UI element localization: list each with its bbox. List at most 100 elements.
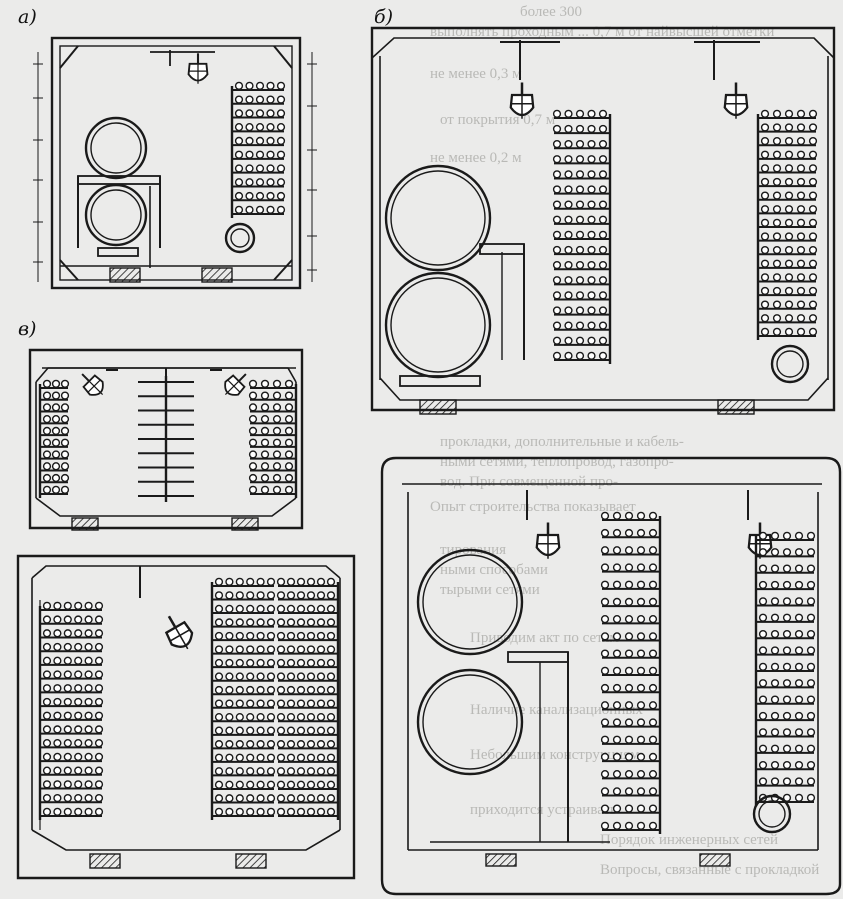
cable <box>612 804 622 813</box>
cable <box>575 139 585 149</box>
cable <box>782 695 792 704</box>
cable <box>758 531 768 540</box>
cable <box>758 695 768 704</box>
cable <box>784 164 794 173</box>
cable <box>63 642 72 652</box>
cable <box>760 259 770 268</box>
cable <box>636 528 646 538</box>
cable <box>276 740 286 749</box>
cable <box>600 770 610 779</box>
tunnel-v3-outline <box>380 456 842 896</box>
cable <box>60 426 70 436</box>
cable <box>53 629 62 638</box>
cable <box>575 230 585 239</box>
cable <box>587 351 596 360</box>
lamp-stem <box>238 373 247 382</box>
cable <box>758 662 768 671</box>
cable <box>794 564 804 573</box>
cable <box>276 136 286 146</box>
cable <box>760 191 770 200</box>
tunnel-v2-top <box>31 565 341 579</box>
cable <box>266 577 276 586</box>
cable <box>296 807 306 816</box>
cable <box>74 780 83 789</box>
cable <box>256 780 265 789</box>
cable <box>624 615 634 624</box>
cable <box>272 403 282 412</box>
cable <box>612 735 622 744</box>
cable <box>284 379 294 388</box>
cable <box>42 711 52 720</box>
cable <box>648 632 658 641</box>
cable <box>316 780 326 789</box>
cable <box>552 155 562 164</box>
pipe-base <box>399 375 481 387</box>
cable <box>284 391 294 400</box>
cable <box>624 752 634 762</box>
cable <box>74 656 83 665</box>
cable <box>246 604 255 613</box>
cable <box>51 485 61 494</box>
cable <box>784 123 794 132</box>
cable <box>794 646 804 655</box>
cable <box>42 426 52 436</box>
cable <box>316 685 326 695</box>
cable <box>782 777 792 786</box>
cable <box>326 591 336 600</box>
cable <box>772 259 782 268</box>
cable <box>770 777 780 786</box>
cable <box>84 780 93 789</box>
cable <box>808 191 818 200</box>
cable <box>84 615 93 624</box>
cable <box>53 601 62 610</box>
cable <box>806 679 816 688</box>
cable <box>600 787 610 796</box>
cable <box>636 511 646 520</box>
cable <box>587 245 596 255</box>
cable <box>266 178 275 187</box>
cable <box>784 245 794 255</box>
cable <box>266 794 276 803</box>
cable <box>235 794 244 803</box>
lamp-icon <box>81 373 104 396</box>
cable <box>266 591 276 600</box>
cable <box>648 649 658 658</box>
cable <box>235 699 244 708</box>
cable <box>266 767 276 776</box>
cable <box>84 766 93 775</box>
cable <box>225 807 234 816</box>
cable <box>636 632 646 641</box>
cable <box>794 548 804 557</box>
cable <box>214 577 224 586</box>
cable <box>42 725 52 734</box>
cable <box>624 770 634 779</box>
cable <box>260 403 270 412</box>
cable <box>286 780 296 789</box>
cable <box>84 793 93 803</box>
cable <box>276 726 286 735</box>
cable <box>296 767 306 776</box>
cable <box>53 670 62 679</box>
cable <box>256 767 265 776</box>
cable <box>84 725 93 734</box>
cable <box>296 591 306 600</box>
cable <box>266 726 276 735</box>
cable <box>600 666 610 675</box>
cable <box>94 697 104 707</box>
cable <box>782 728 792 737</box>
cable <box>808 232 818 241</box>
cable <box>225 767 234 776</box>
cable <box>598 139 608 149</box>
cable <box>772 286 782 296</box>
cable <box>63 670 72 679</box>
cable <box>316 712 326 722</box>
cable <box>234 205 244 214</box>
pipe-inner <box>390 277 486 373</box>
cable <box>782 679 792 688</box>
cable <box>234 123 244 132</box>
cable <box>326 685 336 695</box>
cable <box>784 286 794 296</box>
cable <box>74 793 83 803</box>
cable <box>94 601 104 610</box>
cable <box>316 577 326 586</box>
